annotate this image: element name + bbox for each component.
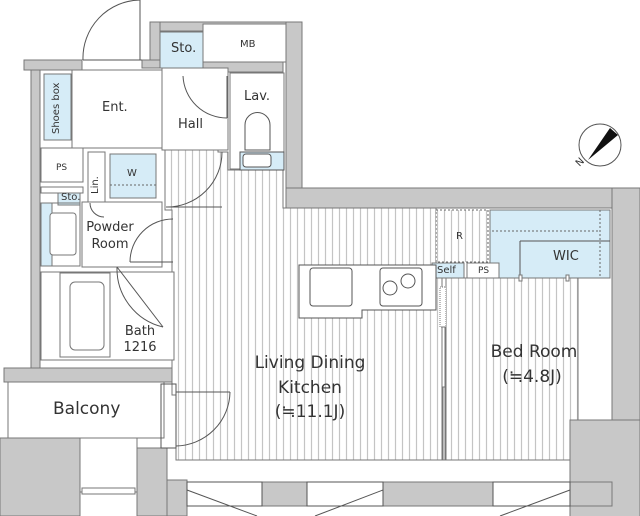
ldk-label-1: Living Dining [254,353,366,373]
powder-room-label-2: Room [91,237,129,252]
bottom-openings[interactable] [186,481,571,516]
wic [489,209,611,279]
refrigerator-label: R [456,231,463,242]
washer-label: W [127,168,137,179]
ldk-door[interactable] [165,151,223,208]
shoes-box [43,73,72,141]
sink-icon [309,267,353,307]
powder-room-door[interactable] [129,218,174,263]
storage-small-label: Sto. [61,192,81,203]
entrance-area [71,23,287,170]
hall-door[interactable] [182,75,228,119]
bath-door[interactable] [116,266,164,328]
linen-door[interactable] [89,202,105,218]
powder-room-label-1: Powder [86,220,134,235]
balcony-label: Balcony [53,399,121,419]
pipe-space-left-label: PS [56,163,68,173]
storage-top-label: Sto. [171,41,197,56]
toilet-icon [239,112,285,171]
entrance-label: Ent. [102,100,128,115]
bath-label-2: 1216 [123,340,157,355]
balcony-area [7,381,165,495]
kitchen-counter [298,264,437,319]
shelf-label: Self [437,265,456,276]
ldk-label-3: (≒11.1J) [274,402,346,422]
storage-areas [40,31,611,279]
hall-label: Hall [178,117,203,132]
ldk-label-2: Kitchen [278,378,342,398]
lavatory-label: Lav. [244,89,271,104]
powder-area [40,147,500,279]
north-arrow-icon [578,123,622,167]
wic-opening[interactable] [518,274,570,282]
bedroom-label-1: Bed Room [490,342,578,362]
storage-top [159,31,204,69]
balcony-door[interactable] [160,383,231,449]
bath-label-1: Bath [124,324,156,339]
bedroom-label-2: (≒4.8J) [502,367,562,387]
bath-area [40,271,175,361]
meter-box-label: MB [240,39,256,50]
pipe-space-right-label: PS [478,266,490,276]
linen-label: Lin. [90,176,101,194]
washer-space [109,153,157,199]
wic-label: WIC [553,249,579,264]
fridge-area [435,209,489,263]
shoes-box-label: Shoes box [51,82,62,134]
partition-wall [439,286,447,461]
entrance-door[interactable] [82,0,142,61]
